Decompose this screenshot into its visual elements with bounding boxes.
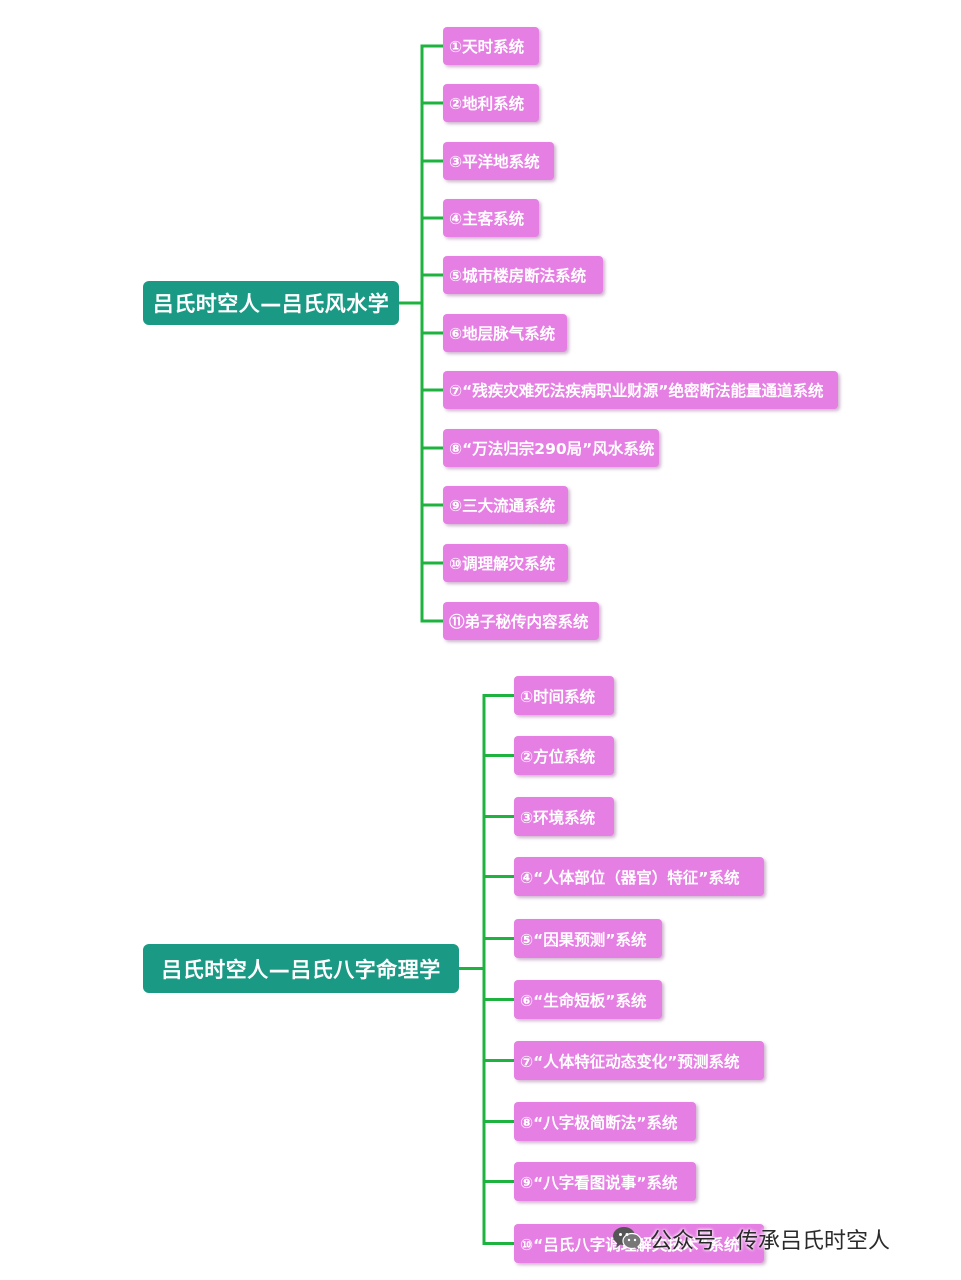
leaf-node-fengshui-2: ②地利系统 <box>443 84 539 122</box>
wechat-icon <box>613 1227 642 1250</box>
leaf-node-fengshui-1: ①天时系统 <box>443 27 539 65</box>
leaf-node-bazi-1: ①时间系统 <box>514 676 614 715</box>
watermark-account-name: 传承吕氏时空人 <box>736 1229 891 1254</box>
leaf-node-fengshui-10: ⑩调理解灾系统 <box>443 544 568 582</box>
leaf-node-bazi-3: ③环境系统 <box>514 797 614 836</box>
leaf-node-bazi-7: ⑦“人体特征动态变化”预测系统 <box>514 1041 764 1080</box>
leaf-node-fengshui-4: ④主客系统 <box>443 199 539 237</box>
leaf-node-bazi-9: ⑨“八字看图说事”系统 <box>514 1162 696 1201</box>
leaf-node-fengshui-8: ⑧“万法归宗290局”风水系统 <box>443 429 659 467</box>
leaf-node-bazi-4: ④“人体部位（器官）特征”系统 <box>514 857 764 896</box>
watermark-account-label: 公众号 <box>650 1229 717 1254</box>
leaf-node-fengshui-3: ③平洋地系统 <box>443 142 554 180</box>
leaf-node-fengshui-5: ⑤城市楼房断法系统 <box>443 256 603 294</box>
leaf-node-bazi-6: ⑥“生命短板”系统 <box>514 980 662 1019</box>
leaf-node-fengshui-6: ⑥地层脉气系统 <box>443 314 567 352</box>
leaf-node-bazi-8: ⑧“八字极简断法”系统 <box>514 1102 696 1141</box>
root-node-bazi: 吕氏时空人—吕氏八字命理学 <box>143 944 459 993</box>
leaf-node-fengshui-11: ⑪弟子秘传内容系统 <box>443 602 599 640</box>
leaf-node-fengshui-9: ⑨三大流通系统 <box>443 486 568 524</box>
wechat-watermark: 公众号 传承吕氏时空人 <box>612 1222 890 1256</box>
leaf-node-fengshui-7: ⑦“残疾灾难死法疾病职业财源”绝密断法能量通道系统 <box>443 371 838 409</box>
root-node-fengshui: 吕氏时空人—吕氏风水学 <box>143 281 399 325</box>
leaf-node-bazi-5: ⑤“因果预测”系统 <box>514 919 662 958</box>
leaf-node-bazi-2: ②方位系统 <box>514 736 614 775</box>
